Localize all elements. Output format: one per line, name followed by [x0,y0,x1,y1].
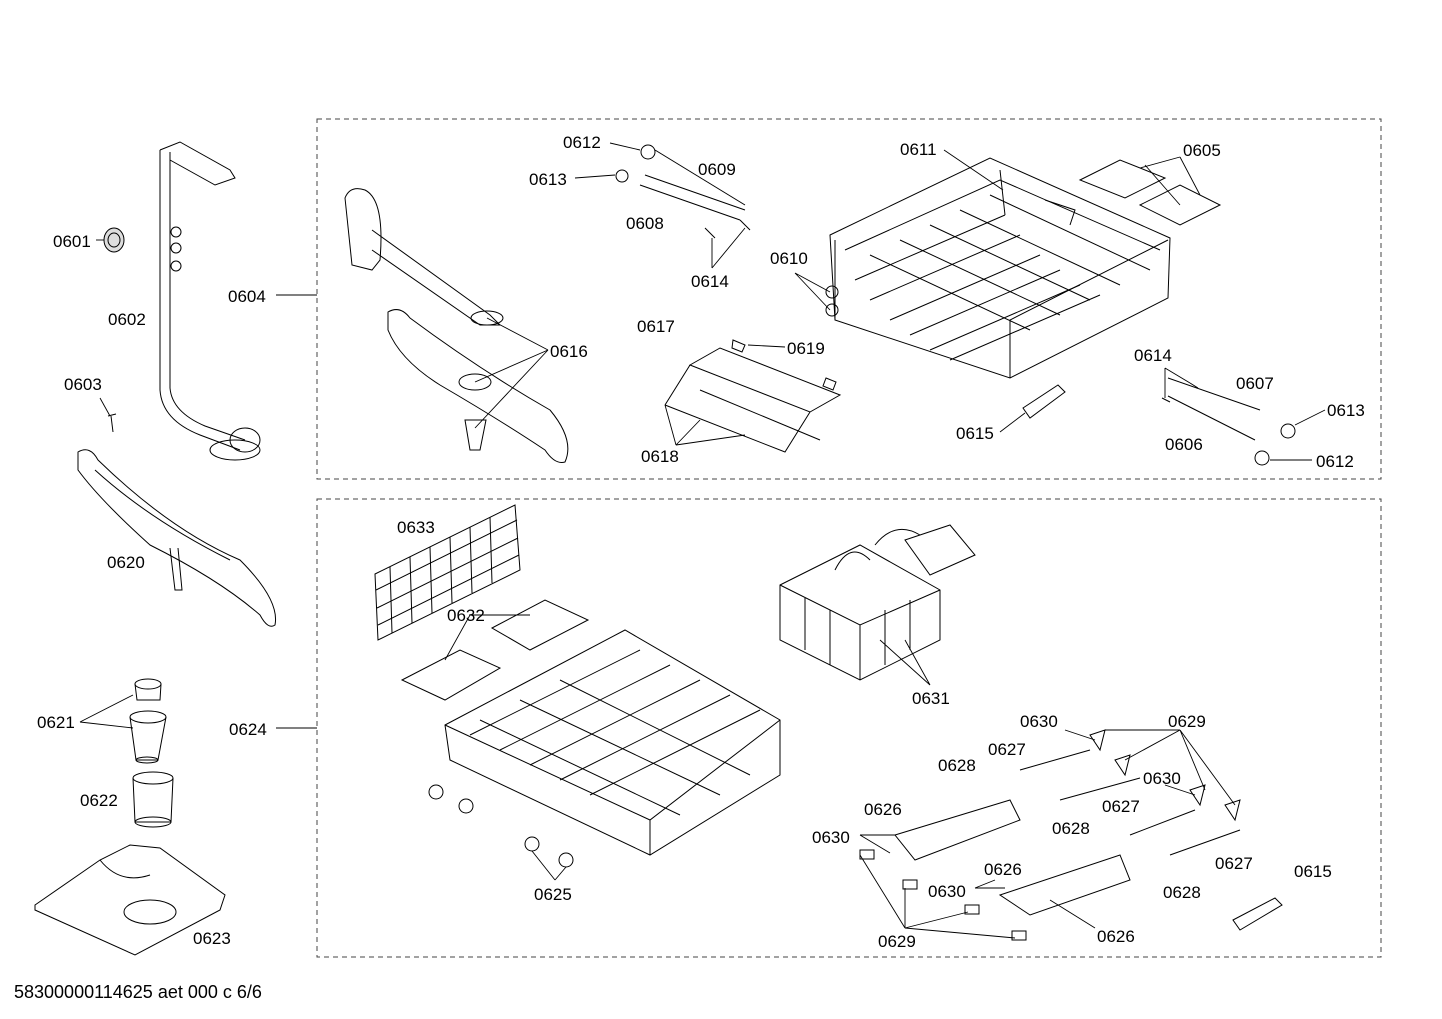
label-0614-top: 0614 [691,272,729,291]
handle-lower-drawing [1232,897,1283,931]
tine-row-upper-left-drawing [615,144,751,239]
label-0631: 0631 [912,689,950,708]
label-0614-right: 0614 [1134,346,1172,365]
leader-0603 [99,397,111,417]
screw-drawing [107,413,117,433]
label-0624: 0624 [229,720,267,739]
leader-0614b [1164,367,1191,398]
cutlery-basket-drawing [779,524,976,681]
label-0632: 0632 [447,606,485,625]
label-0613-top: 0613 [529,170,567,189]
leader-0630a [1064,729,1096,741]
filter-assembly-drawing [129,678,167,764]
upper-spray-arm-drawing [344,188,569,463]
drawing-id-footer: 58300000114625 aet 000 c 6/6 [14,982,262,1002]
label-0629-bottom: 0629 [878,932,916,951]
leader-0618 [664,404,746,446]
label-0627-top: 0627 [988,740,1026,759]
label-0629-top: 0629 [1168,712,1206,731]
label-0625: 0625 [534,885,572,904]
cylinder-filter-drawing [132,771,174,828]
leader-0626c [1049,899,1096,929]
grid-insert-drawing [374,504,521,641]
label-0626-top: 0626 [864,800,902,819]
label-0622: 0622 [80,791,118,810]
label-0602: 0602 [108,310,146,329]
label-0628-mid: 0628 [1052,819,1090,838]
leader-0612a [609,142,641,151]
label-0623: 0623 [193,929,231,948]
label-0609: 0609 [698,160,736,179]
label-0621: 0621 [37,713,75,732]
label-0626-bottom: 0626 [1097,927,1135,946]
leader-0611 [943,149,1004,191]
upper-group-frame [316,118,1382,480]
label-0618: 0618 [641,447,679,466]
leader-0619 [747,344,786,348]
label-0627-right: 0627 [1215,854,1253,873]
leader-0613b [1294,409,1326,426]
label-0611: 0611 [900,140,937,159]
leader-0615a [999,412,1026,433]
label-0630-bottom: 0630 [928,882,966,901]
tine-racks-drawing [400,599,590,701]
leader-0621 [79,694,134,729]
handle-upper-drawing [1022,384,1066,419]
label-0633: 0633 [397,518,435,537]
spray-nozzle-cap-drawing [103,227,125,253]
leader-0610 [794,272,831,311]
label-0626-mid: 0626 [984,860,1022,879]
label-0607: 0607 [1236,374,1274,393]
label-0601: 0601 [53,232,91,251]
label-0615-right: 0615 [1294,862,1332,881]
label-0628-top: 0628 [938,756,976,775]
label-0627-mid: 0627 [1102,797,1140,816]
folding-tines-drawing [859,729,1241,941]
label-0605: 0605 [1183,141,1221,160]
lower-spray-arm-drawing [77,449,277,627]
leader-0613a [574,174,616,179]
label-0628-right: 0628 [1163,883,1201,902]
leader-0605 [1139,156,1201,206]
label-0630-top: 0630 [1020,712,1058,731]
tine-row-upper-right-drawing [1161,377,1296,466]
leader-0629a [1105,729,1236,806]
upper-basket-drawing [825,157,1171,379]
label-0606: 0606 [1165,435,1203,454]
lower-basket-drawing [428,629,781,868]
leader-0616 [474,317,549,429]
label-0630-left: 0630 [812,828,850,847]
flat-filter-drawing [34,844,226,956]
label-0604: 0604 [228,287,266,306]
label-0608: 0608 [626,214,664,233]
leader-0629b [859,854,1016,939]
label-0620: 0620 [107,553,145,572]
leader-0614a [711,227,746,269]
label-0603: 0603 [64,375,102,394]
leader-0630b [1164,784,1196,796]
label-0613-right: 0613 [1327,401,1365,420]
label-0617: 0617 [637,317,675,336]
leader-0630d [974,879,1005,889]
cup-shelves-drawing [1078,159,1222,226]
cup-shelf-drawing [664,339,842,453]
label-0610: 0610 [770,249,808,268]
lower-group-frame [316,498,1382,958]
leader-0625 [531,850,567,881]
label-0616: 0616 [550,342,588,361]
label-0615-top: 0615 [956,424,994,443]
leader-0632 [444,614,530,661]
leader-0630c [859,834,895,854]
label-0630-right: 0630 [1143,769,1181,788]
leader-0631 [879,639,931,686]
label-0619: 0619 [787,339,825,358]
label-0612-top: 0612 [563,133,601,152]
label-0612-right: 0612 [1316,452,1354,471]
supply-pipe-drawing [159,141,261,461]
